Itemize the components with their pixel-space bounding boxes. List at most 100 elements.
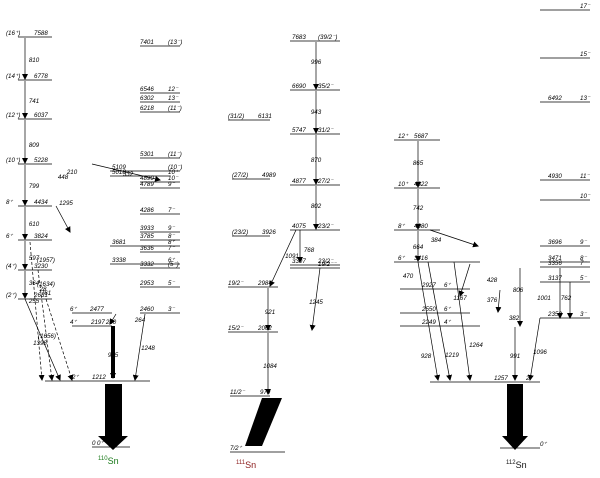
spin-110sn-10: 2⁺: [71, 374, 79, 381]
spin-110sn-r-17: 3⁻: [168, 306, 175, 313]
energy-111sn-r-3: 4877: [292, 178, 306, 185]
gamma-label-110sn-3: 799: [29, 183, 40, 190]
spin-111sn-r-2: 31/2⁻: [318, 127, 334, 134]
spin-112sn-l-0: 12⁺: [398, 133, 409, 140]
gamma-label-110sn-8: 28: [39, 286, 47, 293]
energy-112sn-l-4: 2927: [421, 282, 436, 289]
gamma-label-111sn-0: 996: [311, 59, 322, 66]
gamma-label-110sn-5: 597: [29, 255, 40, 262]
gamma-label-110sn-4: 610: [29, 221, 40, 228]
spin-112sn-l-1: 10⁺: [398, 181, 409, 188]
gamma-label-110sn-12: 985: [108, 352, 119, 359]
gamma-label-110sn-18: 332: [123, 171, 134, 178]
energy-110sn-3: 5228: [34, 157, 48, 164]
spin-110sn-9: 4⁺: [70, 319, 77, 326]
spin-112sn-r-3: 11⁻: [580, 173, 590, 180]
spin-110sn-r-1: 12⁻: [168, 86, 179, 93]
spin-110sn-7: (2⁺): [6, 292, 17, 299]
gamma-label-111sn-2: 870: [311, 157, 322, 164]
spin-110sn-r-16: 5⁻: [168, 280, 175, 287]
energy-110sn-11: 0: [92, 440, 96, 447]
gamma-arrow-111sn-1245: [309, 267, 321, 331]
energy-112sn-r-2: 6492: [548, 95, 562, 102]
gamma-arrow-110sn-1634: [37, 269, 55, 381]
spin-110sn-r-4: (11⁻): [168, 151, 182, 158]
energy-110sn-10: 1212: [92, 374, 106, 381]
energy-112sn-r-6: 3471: [548, 255, 562, 262]
spin-112sn-r-9: 3⁻: [580, 311, 587, 318]
energy-110sn-r-17: 2460: [139, 306, 154, 313]
element-symbol-110: Sn: [107, 456, 119, 466]
spin-112sn-r-0: 17⁻: [580, 3, 591, 10]
element-symbol-111: Sn: [245, 460, 257, 470]
gamma-arrow-111sn-979: [245, 398, 282, 446]
gamma-arrow-110sn-448: [91, 163, 161, 182]
energy-112sn-l-1: 4822: [414, 181, 428, 188]
energy-110sn-5: 3824: [34, 233, 48, 240]
energy-110sn-r-8: 4789: [140, 181, 154, 188]
energy-110sn-r-1: 6546: [140, 86, 154, 93]
mass-number-111: 111: [236, 460, 246, 466]
spin-110sn-r-3: (11⁻): [168, 105, 182, 112]
spin-110sn-r-7: 10⁻: [168, 175, 179, 182]
energy-110sn-7: 2631: [33, 292, 48, 299]
energy-110sn-r-13: 3636: [140, 245, 154, 252]
gamma-label-112sn-9: 1001: [537, 295, 551, 302]
gamma-label-110sn-13: 1212: [106, 408, 120, 415]
spin-110sn-r-0: (13⁻): [168, 39, 182, 46]
gamma-label-112sn-17: 1257: [508, 412, 522, 419]
energy-111sn-r-1: 6690: [292, 83, 306, 90]
mass-number-112: 112: [506, 460, 516, 466]
energy-110sn-r-3: 6218: [140, 105, 154, 112]
gamma-arrow-110sn-1656: [45, 298, 74, 381]
energy-112sn-r-9: 2353: [547, 311, 562, 318]
spin-112sn-r-2: 13⁻: [580, 95, 591, 102]
gamma-arrow-112sn-1167: [458, 263, 471, 297]
energy-110sn-r-10: 3933: [140, 225, 154, 232]
energy-112sn-l-2: 4080: [414, 223, 428, 230]
gamma-arrow-112sn-1096: [527, 317, 541, 381]
energy-111sn-r-2: 5747: [292, 127, 306, 134]
gamma-arrow-112sn-1264: [453, 261, 473, 381]
energy-110sn-r-11: 3785: [140, 233, 154, 240]
spin-110sn-5: 6⁺: [6, 233, 13, 240]
gamma-label-112sn-11: 382: [509, 315, 520, 322]
gamma-label-110sn-11: 280: [105, 319, 117, 326]
gamma-label-110sn-9: 761: [41, 290, 51, 297]
spin-110sn-r-2: 13⁻: [168, 95, 179, 102]
spin-110sn-0: (16⁺): [6, 30, 20, 37]
energy-111sn-r-4: 4075: [292, 223, 306, 230]
energy-112sn-l-5: 2550: [421, 306, 436, 313]
gamma-arrow-111sn-1091: [269, 229, 297, 287]
energy-112sn-r-5: 3696: [548, 239, 562, 246]
spin-111sn-r-3: 27/2⁻: [317, 178, 334, 185]
spin-112sn-l-8: 0⁺: [540, 441, 547, 448]
spin-110sn-1: (14⁺): [6, 73, 20, 80]
spin-112sn-l-4: 6⁺: [444, 282, 451, 289]
gamma-label-110sn-14: 264: [134, 317, 146, 324]
energy-111sn-l-3: 2984: [257, 280, 272, 287]
energy-110sn-r-16: 2953: [139, 280, 154, 287]
spin-111sn-r-5: 23/2⁻: [317, 258, 334, 265]
spin-110sn-4: 8⁺: [6, 199, 13, 206]
gamma-arrow-112sn-1257: [502, 384, 528, 450]
spin-111sn-r-0: (39/2⁻): [318, 34, 337, 41]
spin-111sn-l-4: 15/2⁻: [228, 325, 244, 332]
gamma-arrow-110sn-1398: [24, 298, 61, 381]
gamma-label-111sn-3: 802: [311, 203, 322, 210]
energy-110sn-r-6: 5018: [112, 169, 126, 176]
spin-112sn-l-3: 6⁺: [398, 255, 405, 262]
energy-111sn-l-2: 3926: [262, 229, 276, 236]
spin-110sn-r-14: 6⁺: [168, 257, 175, 264]
energy-111sn-l-4: 2062: [257, 325, 272, 332]
spin-110sn-r-9: 7⁻: [168, 207, 175, 214]
gamma-label-112sn-5: 1167: [453, 295, 467, 302]
gamma-arrow-112sn-376: [495, 289, 502, 313]
gamma-label-112sn-3: 384: [431, 237, 442, 244]
spin-112sn-r-6: 8⁻: [580, 255, 587, 262]
energy-111sn-r-0: 7683: [292, 34, 306, 41]
energy-110sn-r-12: 3681: [112, 239, 126, 246]
gamma-arrow-112sn-384: [429, 229, 479, 248]
gamma-label-112sn-6: 376: [487, 297, 498, 304]
